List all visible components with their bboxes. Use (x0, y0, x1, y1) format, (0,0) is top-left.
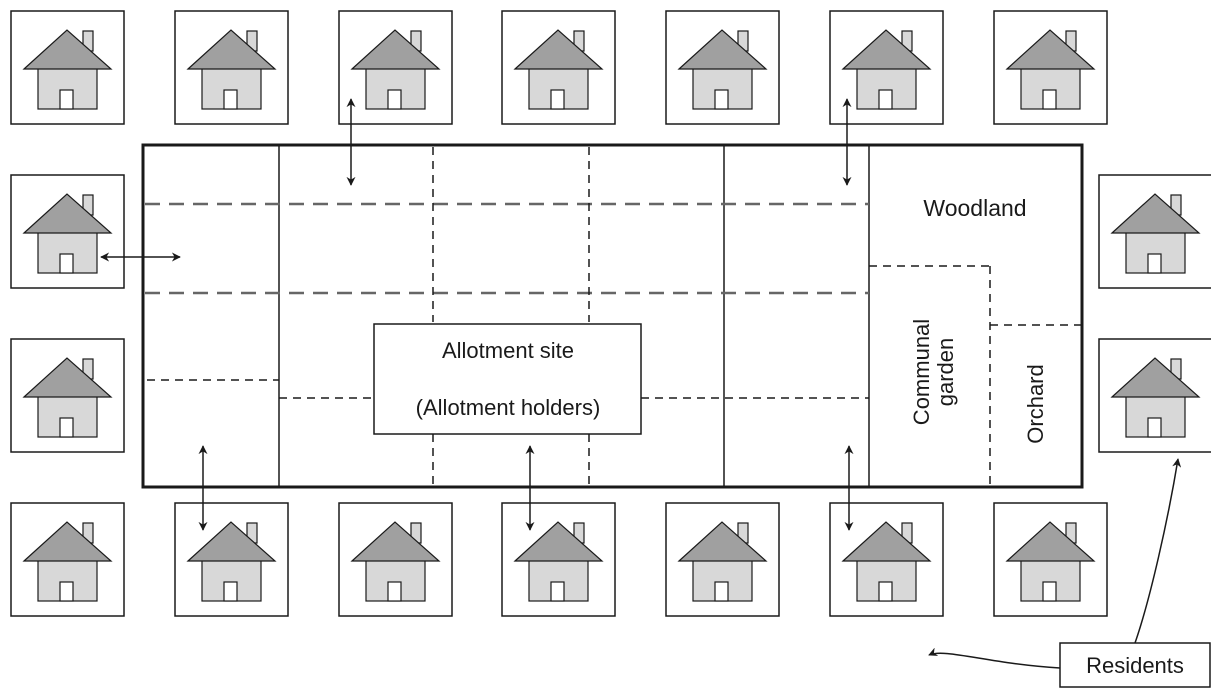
plot-boundaries-long-dash (145, 202, 869, 295)
plot-dividers (278, 145, 870, 487)
house-icon (1098, 338, 1211, 453)
house-icon (10, 174, 125, 289)
site-boundary (141, 143, 1084, 489)
house-icon (338, 10, 453, 125)
house-icon (174, 502, 289, 617)
allotment-site-label-box (373, 323, 642, 435)
house-icon (174, 10, 289, 125)
house-icon (665, 10, 780, 125)
allotment-holders-label: (Allotment holders) (416, 395, 601, 420)
house-icon (10, 338, 125, 453)
woodland-label: Woodland (923, 195, 1026, 221)
house-icon (501, 10, 616, 125)
house-icon (829, 10, 944, 125)
house-icon (993, 502, 1108, 617)
house-icon (829, 502, 944, 617)
house-icon (338, 502, 453, 617)
residents-label: Residents (1086, 653, 1184, 678)
residents-pointers (928, 458, 1182, 669)
house-icon (10, 10, 125, 125)
allotment-site-label: Allotment site (442, 338, 574, 363)
communal-label: Communal (909, 319, 934, 425)
residents-label-box (1059, 642, 1211, 688)
house-icon (501, 502, 616, 617)
orchard-label: Orchard (1023, 364, 1048, 443)
house-icon (993, 10, 1108, 125)
houses-group (10, 10, 1211, 617)
house-icon (1098, 174, 1211, 289)
access-arrows (100, 98, 854, 531)
house-icon (10, 502, 125, 617)
plot-boundaries-short-dash (147, 147, 1082, 485)
house-icon (665, 502, 780, 617)
garden-label: garden (933, 338, 958, 407)
